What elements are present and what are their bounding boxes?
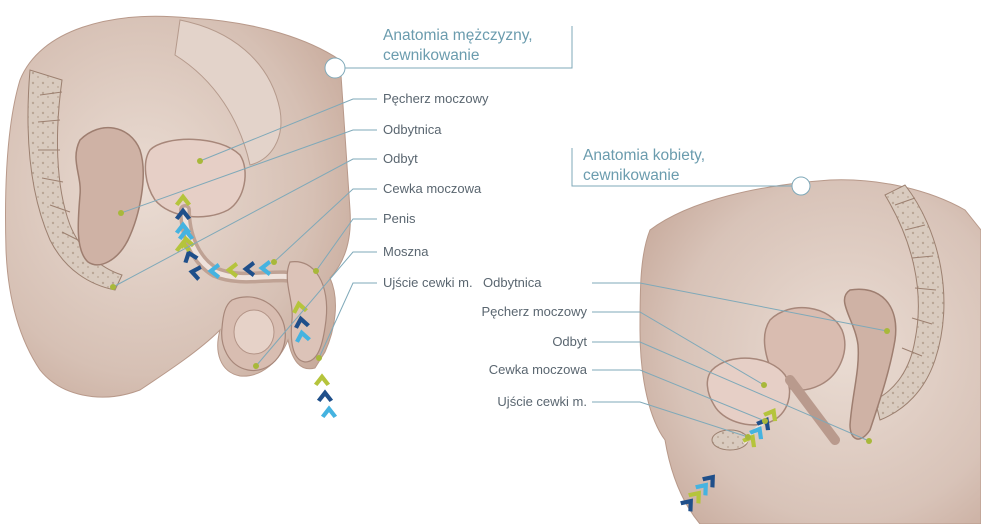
dot-male-ujscie	[316, 355, 322, 361]
female-anatomy-illustration	[640, 180, 981, 524]
dot-male-cewka	[271, 259, 277, 265]
female-label-odbytnica: Odbytnica	[483, 275, 542, 291]
dot-male-odbyt	[110, 284, 116, 290]
female-title-line2: cewnikowanie	[583, 166, 680, 185]
dot-male-moszna	[253, 363, 259, 369]
male-label-cewka: Cewka moczowa	[383, 181, 481, 197]
male-label-ujscie: Ujście cewki m.	[383, 275, 473, 291]
female-title-circle	[792, 177, 810, 195]
dot-female-cewka	[762, 418, 768, 424]
female-label-odbyt: Odbyt	[440, 334, 587, 350]
male-title-circle	[325, 58, 345, 78]
male-bladder-shape	[145, 139, 245, 217]
dot-female-ujscie	[745, 434, 751, 440]
female-label-ujscie: Ujście cewki m.	[440, 394, 587, 410]
female-label-pecherz: Pęcherz moczowy	[440, 304, 587, 320]
chevron-male-16	[317, 389, 333, 402]
dot-male-pecherz	[197, 158, 203, 164]
chevron-male-15	[314, 373, 330, 386]
female-title-line1: Anatomia kobiety,	[583, 146, 705, 165]
female-label-cewka: Cewka moczowa	[440, 362, 587, 378]
dot-female-odbyt	[866, 438, 872, 444]
male-label-moszna: Moszna	[383, 244, 429, 260]
dot-female-odbytnica	[884, 328, 890, 334]
female-pubic-bone	[712, 430, 748, 450]
chevron-male-17	[321, 405, 337, 418]
male-title-line2: cewnikowanie	[383, 46, 480, 65]
dot-male-odbytnica	[118, 210, 124, 216]
dot-male-penis	[313, 268, 319, 274]
dot-female-pecherz	[761, 382, 767, 388]
male-label-odbytnica: Odbytnica	[383, 122, 442, 138]
male-label-pecherz: Pęcherz moczowy	[383, 91, 488, 107]
male-label-penis: Penis	[383, 211, 416, 227]
male-label-odbyt: Odbyt	[383, 151, 418, 167]
male-title-line1: Anatomia mężczyzny,	[383, 26, 533, 45]
